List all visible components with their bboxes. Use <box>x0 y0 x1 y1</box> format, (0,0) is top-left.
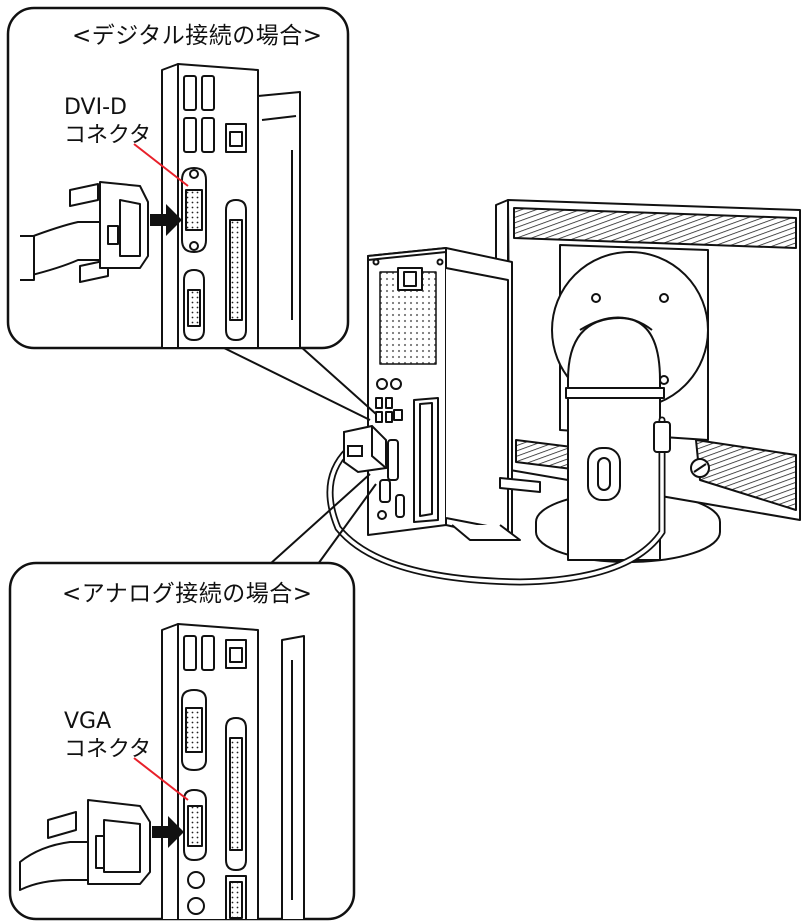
pc-tower <box>367 247 541 541</box>
digital-title: <デジタル接続の場合> <box>72 23 323 49</box>
vga-label-line2: コネクタ <box>64 737 152 762</box>
monitor <box>495 199 801 563</box>
analog-callout <box>8 561 356 921</box>
plugged-connector <box>343 424 387 474</box>
analog-title: <アナログ接続の場合> <box>62 581 313 607</box>
callout-pointers <box>219 345 377 565</box>
dvi-label-line1: DVI-D <box>64 95 127 120</box>
insert-arrow <box>150 204 182 236</box>
dvi-label-line2: コネクタ <box>64 123 152 148</box>
vga-connector-label: VGA コネクタ <box>64 708 151 764</box>
vga-label-line1: VGA <box>64 709 112 734</box>
dvi-connector-label: DVI-D コネクタ <box>64 94 151 150</box>
vga-pointer <box>133 757 189 801</box>
digital-callout <box>6 6 350 350</box>
insert-arrow <box>152 816 184 848</box>
dvi-pointer <box>133 143 189 187</box>
